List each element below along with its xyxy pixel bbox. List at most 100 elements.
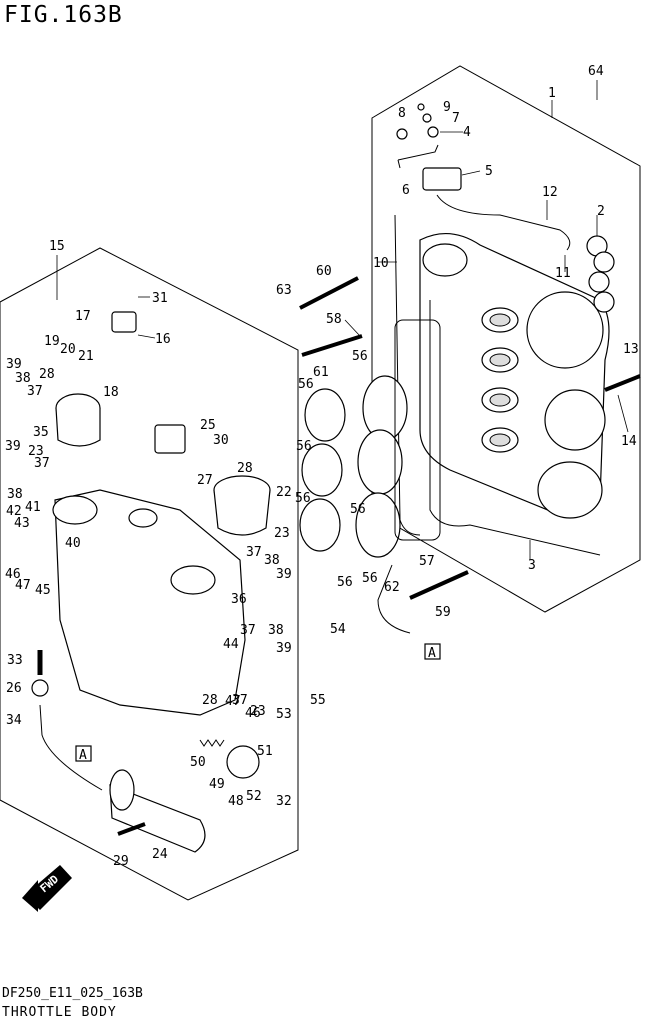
throttle-body-group-frame [0,247,299,901]
silencer-case [52,489,246,716]
callout-6: 6 [402,183,410,198]
intake-manifold [419,232,610,519]
callout-46a: 46 [5,567,21,582]
callout-38c: 38 [7,487,23,502]
callout-21: 21 [78,349,94,364]
callout-37a: 37 [246,545,262,560]
callout-11: 11 [555,266,571,281]
callout-38b: 38 [15,371,31,386]
callout-50: 50 [190,755,206,770]
callout-16: 16 [155,332,171,347]
callout-23c: 23 [250,704,266,719]
callout-56e: 56 [295,491,311,506]
bolt-29 [117,822,146,836]
callout-25: 25 [200,418,216,433]
callout-56c: 56 [296,439,312,454]
callout-23a: 23 [274,526,290,541]
fwd-arrow-icon: FWD [22,865,72,912]
callout-17: 17 [75,309,91,324]
callout-56b: 56 [298,377,314,392]
callout-12: 12 [542,185,558,200]
callout-49: 49 [209,777,225,792]
figure-title: FIG.163B [4,2,123,28]
callout-48: 48 [228,794,244,809]
callout-14: 14 [621,434,637,449]
gasket-3 [429,300,601,556]
callout-55: 55 [310,693,326,708]
callout-8: 8 [398,106,406,121]
callout-47b: 47 [225,694,241,709]
callout-7: 7 [452,111,460,126]
callout-37d: 37 [240,623,256,638]
callout-60: 60 [316,264,332,279]
callout-28b: 28 [39,367,55,382]
callout-26: 26 [6,681,22,696]
callout-63: 63 [276,283,292,298]
callout-61: 61 [313,365,329,380]
callout-56a: 56 [352,349,368,364]
grommet-26 [31,679,49,697]
callout-33: 33 [7,653,23,668]
hose-12 [436,194,571,251]
callout-46b: 46 [245,706,261,721]
callout-56d: 56 [350,502,366,517]
gasket-2 [586,235,615,313]
callout-27: 27 [197,473,213,488]
callout-52: 52 [246,789,262,804]
callout-31: 31 [152,291,168,306]
part-callouts: 1 2 3 4 5 6 7 8 9 10 11 12 13 14 15 16 1… [5,64,639,869]
callout-45: 45 [35,583,51,598]
callout-30: 30 [213,433,229,448]
callout-22: 22 [276,485,292,500]
callout-51: 51 [257,744,273,759]
callout-38a: 38 [264,553,280,568]
connector-label-a-left: A [79,748,87,763]
callout-37b: 37 [27,384,43,399]
spring-50 [199,739,225,747]
callout-24: 24 [152,847,168,862]
isc-valve-18 [55,393,101,447]
callout-5: 5 [485,164,493,179]
callout-37e: 37 [232,693,248,708]
callout-39c: 39 [5,439,21,454]
callout-38d: 38 [268,623,284,638]
callout-4: 4 [463,125,471,140]
callout-54: 54 [330,622,346,637]
callout-47a: 47 [15,578,31,593]
callout-39b: 39 [6,357,22,372]
connector-box-a-right: A [424,643,441,661]
callout-44: 44 [223,637,239,652]
callout-1: 1 [548,86,556,101]
callout-19: 19 [44,334,60,349]
callout-59: 59 [435,605,451,620]
bolt-58 [301,334,363,357]
callout-40: 40 [65,536,81,551]
bolt-13 [604,374,641,392]
callout-13: 13 [623,342,639,357]
pulley-48 [226,745,260,779]
callout-56f: 56 [337,575,353,590]
callout-58: 58 [326,312,342,327]
callout-23b: 23 [28,444,44,459]
bolt-59 [409,570,469,600]
callout-32: 32 [276,794,292,809]
callout-28c: 28 [202,693,218,708]
callout-36: 36 [231,592,247,607]
callout-57: 57 [419,554,435,569]
diagram-code: DF250_E11_025_163B [2,986,143,1001]
cable-to-a [377,564,411,634]
callout-41: 41 [25,500,41,515]
throttle-body-22 [213,475,271,536]
sensor-16 [111,311,137,333]
sensor-5 [422,167,462,191]
leader-lines [56,80,629,560]
callout-10: 10 [373,256,389,271]
bracket-6 [397,144,439,169]
small-fasteners [396,103,439,140]
callout-15: 15 [49,239,65,254]
callout-56g: 56 [362,571,378,586]
callout-3: 3 [528,558,536,573]
callout-42: 42 [6,504,22,519]
callout-39a: 39 [276,567,292,582]
